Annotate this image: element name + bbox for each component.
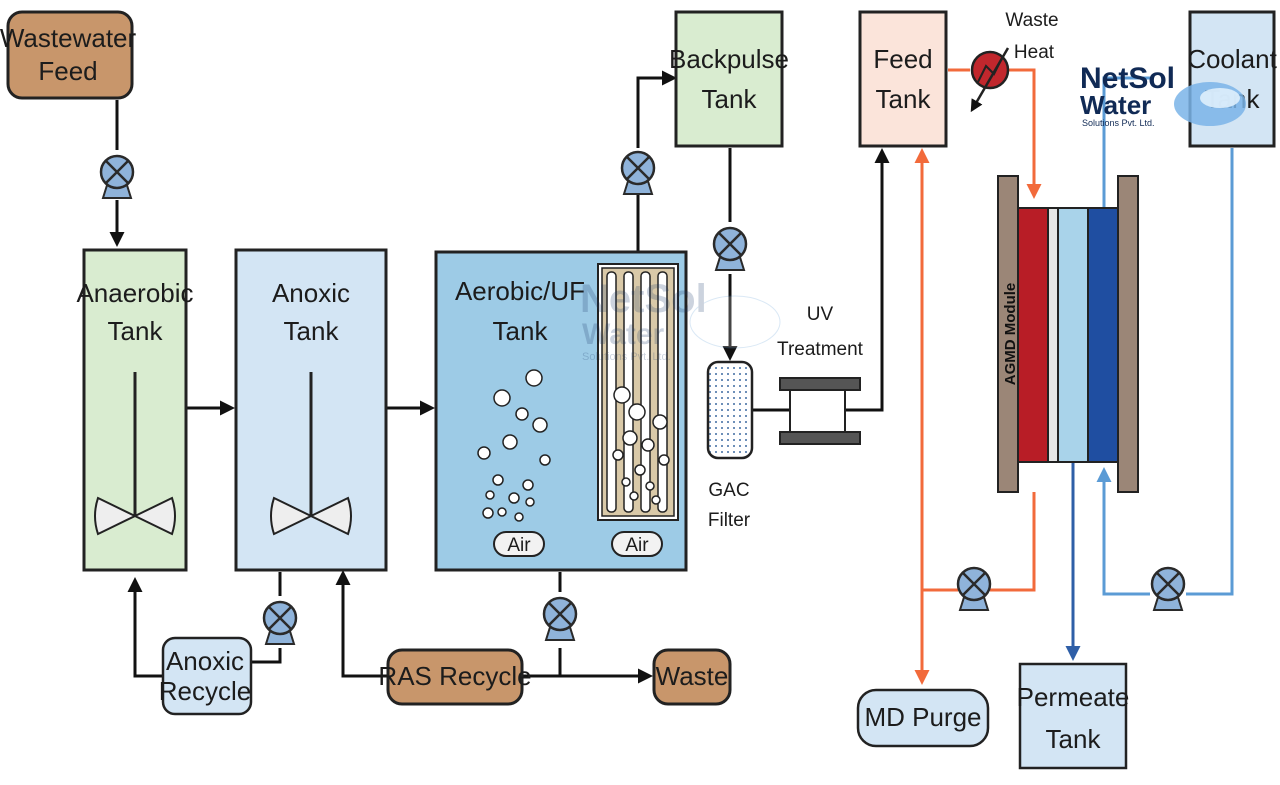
arrow-recycle-to-anaerobic [127,577,165,678]
coolant-tank: Coolant Tank [1187,10,1278,148]
mixer-icon [94,372,176,536]
anaerobic-tank-label-2: Tank [108,316,164,346]
air-label-left: Air [507,535,531,556]
anoxic-tank-label-2: Tank [284,316,340,346]
agmd-module-label: AGMD Module [1002,283,1019,386]
pump-icon-uf [620,150,656,196]
air-diffuser-right: Air [611,531,663,557]
feed-tank-label-2: Tank [876,84,932,114]
pump-icon-backpulse [712,226,748,272]
uf-membrane-module [597,263,679,521]
blue-flow-lines [1096,76,1234,596]
pump-icon-ras [542,596,578,642]
anoxic-tank-label-1: Anoxic [272,278,350,308]
coolant-tank-label-1: Coolant [1187,44,1277,74]
anaerobic-tank-label-1: Anaerobic [76,278,193,308]
waste-heat-label-2: Heat [1014,42,1055,63]
line-agmd-to-pump [990,492,1036,592]
uv-treatment-unit: UV Treatment [777,304,864,445]
anoxic-recycle-label-1: Anoxic [166,646,244,676]
permeate-tank: Permeate Tank [1017,662,1130,770]
watermark-tagline: Solutions Pvt. Ltd. [582,351,671,363]
waste-heat-label-1: Waste [1005,10,1058,31]
uv-label-2: Treatment [777,339,864,360]
orange-flow-lines [914,68,1042,685]
md-purge-box: MD Purge [856,688,990,748]
wastewater-feed-label-2: Feed [38,56,97,86]
watermark-water: Water [582,318,665,351]
arrow-pump-to-agmd [1096,467,1150,596]
permeate-tank-label-2: Tank [1046,724,1102,754]
mixer-icon [270,372,352,536]
pump-icon-md-feed [956,566,992,612]
gac-filter: GAC Filter [706,360,754,531]
anaerobic-tank: Anaerobic Tank [76,248,194,572]
backpulse-tank: Backpulse Tank [669,10,789,148]
watermark-netsol: NetSol [580,277,707,321]
permeate-tank-label-1: Permeate [1017,682,1130,712]
aerobic-uf-tank: Aerobic/UF Tank Air [434,250,688,572]
anoxic-recycle-label-2: Recycle [159,676,251,706]
logo-tagline: Solutions Pvt. Ltd. [1082,118,1155,128]
heat-exchanger-icon: Waste Heat [970,10,1059,113]
aerobic-tank-label-2: Tank [493,316,549,346]
gac-filter-label-2: Filter [708,510,751,531]
feed-tank: Feed Tank [858,10,948,148]
air-diffuser-left: Air [493,531,545,557]
md-purge-label: MD Purge [864,702,981,732]
netsol-center-watermark: NetSol Water Solutions Pvt. Ltd. [580,277,781,363]
wastewater-feed-label-1: Wastewater [0,23,136,53]
black-flow-lines [109,70,890,684]
pump-icon-anoxic-recycle [262,600,298,646]
ras-recycle-box: RAS Recycle [378,648,532,706]
uv-label-1: UV [807,304,834,325]
line-agmd-to-coolant [1102,76,1150,208]
arrow-pump-to-backpulse [636,70,677,148]
wastewater-feed-box: Wastewater Feed [0,10,136,100]
ras-recycle-label: RAS Recycle [378,661,531,691]
backpulse-tank-label-1: Backpulse [669,44,789,74]
arrow-uv-to-feedtank [845,148,890,412]
line-pump-to-anoxic-recycle [250,648,282,664]
gac-filter-label-1: GAC [708,480,749,501]
agmd-module: AGMD Module [997,175,1139,493]
logo-water: Water [1080,90,1151,120]
arrow-ras-to-anoxic [335,570,388,678]
arrow-heater-to-agmd [1008,68,1042,199]
air-label-right: Air [625,535,649,556]
aeration-bubbles [477,369,551,522]
logo-netsol: NetSol [1080,62,1175,95]
anoxic-tank: Anoxic Tank [234,248,388,572]
netsol-logo-watermark: NetSol Water Solutions Pvt. Ltd. [1080,62,1246,128]
pump-icon-coolant [1150,566,1186,612]
aerobic-tank-label-1: Aerobic/UF [455,276,585,306]
anoxic-recycle-box: Anoxic Recycle [159,636,253,716]
backpulse-tank-label-2: Tank [702,84,758,114]
line-coolant-to-pump [1186,148,1234,596]
pump-icon-feed [99,154,135,200]
waste-label: Waste [656,661,729,691]
waste-box: Waste [652,648,732,706]
feed-tank-label-1: Feed [873,44,932,74]
